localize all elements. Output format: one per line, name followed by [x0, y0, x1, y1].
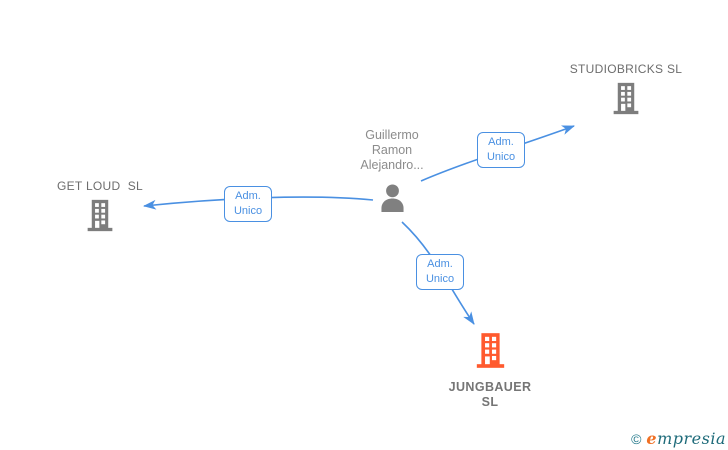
company-node-getloud[interactable]: GET LOUD SL: [40, 179, 160, 237]
edge-label-adm-unico-jungbauer: Adm. Unico: [416, 254, 464, 290]
company-node-studiobricks[interactable]: STUDIOBRICKS SL: [556, 62, 696, 120]
edge-label-adm-unico-getloud: Adm. Unico: [224, 186, 272, 222]
person-node[interactable]: Guillermo Ramon Alejandro...: [332, 128, 452, 219]
company-name-jungbauer: JUNGBAUER SL: [448, 380, 532, 409]
person-name: Guillermo Ramon Alejandro...: [360, 128, 424, 172]
brand-initial: e: [646, 429, 658, 448]
building-icon: [612, 82, 640, 120]
edge-label-adm-unico-studiobricks: Adm. Unico: [477, 132, 525, 168]
company-name-getloud: GET LOUD SL: [56, 179, 144, 193]
watermark-empresia: © empresia: [631, 429, 726, 448]
company-name-studiobricks: STUDIOBRICKS SL: [569, 62, 683, 76]
building-icon: [86, 199, 114, 237]
brand-rest: mpresia: [657, 429, 726, 448]
company-node-jungbauer[interactable]: JUNGBAUER SL: [430, 332, 550, 410]
copyright-symbol: ©: [631, 431, 642, 447]
building-icon-highlighted: [475, 332, 506, 374]
brand-logo-text: empresia: [646, 429, 726, 448]
person-icon: [377, 182, 408, 219]
